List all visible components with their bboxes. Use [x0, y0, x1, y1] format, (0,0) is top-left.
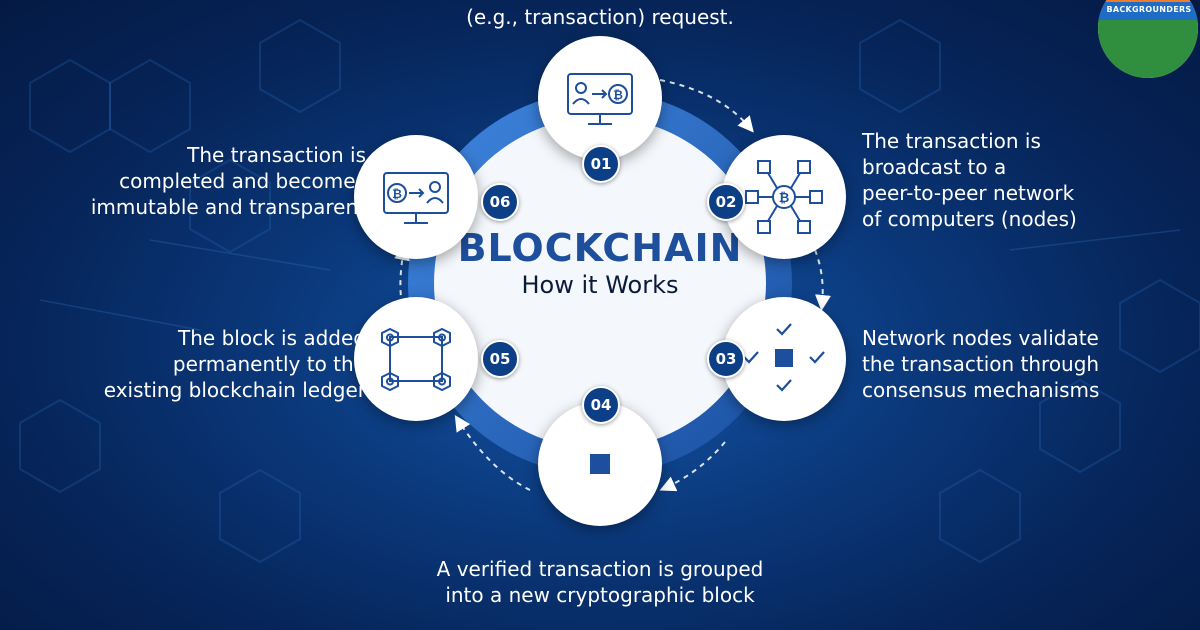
- caption-line: The transaction is: [187, 143, 366, 167]
- step-02-caption: The transaction is broadcast to a peer-t…: [862, 128, 1182, 232]
- bitcoin-to-user-monitor-icon: ₿: [383, 172, 449, 224]
- arrow-02-03: [814, 249, 831, 311]
- svg-text:₿: ₿: [779, 191, 790, 206]
- step-06-badge: 06: [481, 183, 519, 221]
- caption-line: into a new cryptographic block: [445, 583, 755, 607]
- diagram-subtitle: How it Works: [521, 271, 679, 299]
- top-caption: (e.g., transaction) request.: [466, 5, 734, 29]
- caption-line: existing blockchain ledger: [103, 378, 366, 402]
- step-05-badge: 05: [481, 340, 519, 378]
- caption-line: The block is added: [178, 326, 366, 350]
- diagram-title: BLOCKCHAIN: [457, 226, 743, 270]
- user-to-bitcoin-monitor-icon: ₿: [567, 73, 633, 125]
- step-01-badge: 01: [582, 145, 620, 183]
- step-06-caption: The transaction is completed and becomes…: [20, 142, 366, 220]
- step-04-badge: 04: [582, 386, 620, 424]
- caption-line: The transaction is: [862, 129, 1041, 153]
- step-03-caption: Network nodes validate the transaction t…: [862, 325, 1192, 403]
- caption-line: broadcast to a: [862, 155, 1007, 179]
- step-02-node: ₿: [722, 135, 846, 259]
- step-01-node: ₿: [538, 36, 662, 160]
- logo-text: BACKGROUNDERS: [1106, 5, 1192, 14]
- step-06-node: ₿: [354, 135, 478, 259]
- diagram-center: BLOCKCHAIN How it Works: [420, 225, 780, 345]
- caption-line: immutable and transparent: [90, 195, 366, 219]
- caption-line: the transaction through: [862, 352, 1100, 376]
- backgrounders-logo: BACKGROUNDERS: [1098, 0, 1198, 78]
- step-02-badge: 02: [707, 183, 745, 221]
- chained-blocks-icon: [381, 327, 451, 392]
- caption-line: Network nodes validate: [862, 326, 1099, 350]
- arrow-01-02: [659, 79, 754, 133]
- block-square-icon: [590, 454, 610, 474]
- validation-checkmarks-icon: [743, 323, 825, 392]
- step-05-caption: The block is added permanently to the ex…: [20, 325, 366, 403]
- caption-line: permanently to the: [172, 352, 366, 376]
- step-03-badge: 03: [707, 340, 745, 378]
- caption-line: consensus mechanisms: [862, 378, 1100, 402]
- bitcoin-network-nodes-icon: ₿: [745, 160, 823, 234]
- svg-text:₿: ₿: [613, 88, 623, 102]
- step-04-caption: A verified transaction is grouped into a…: [340, 556, 860, 608]
- svg-text:₿: ₿: [392, 187, 402, 201]
- caption-line: peer-to-peer network: [862, 181, 1075, 205]
- caption-line: of computers (nodes): [862, 207, 1077, 231]
- caption-line: A verified transaction is grouped: [436, 557, 764, 581]
- caption-line: completed and becomes: [119, 169, 366, 193]
- step-05-node: [354, 297, 478, 421]
